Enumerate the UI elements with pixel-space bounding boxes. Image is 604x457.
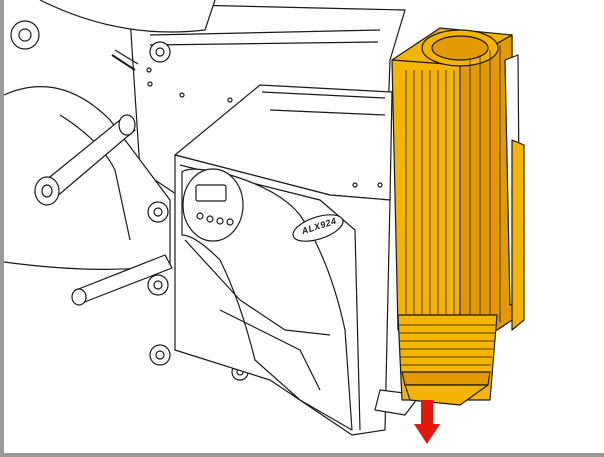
applicator-module	[391, 27, 525, 406]
guide-roller-lower	[71, 254, 173, 306]
label-path	[184, 239, 421, 416]
bottom-border	[0, 453, 604, 457]
model-badge	[292, 214, 344, 242]
arrow-down-icon	[414, 400, 440, 444]
screws	[146, 67, 383, 188]
upper-disk	[10, 0, 216, 71]
left-border	[0, 0, 4, 457]
guide-roller-upper	[34, 114, 136, 206]
side-rollers	[147, 41, 305, 394]
